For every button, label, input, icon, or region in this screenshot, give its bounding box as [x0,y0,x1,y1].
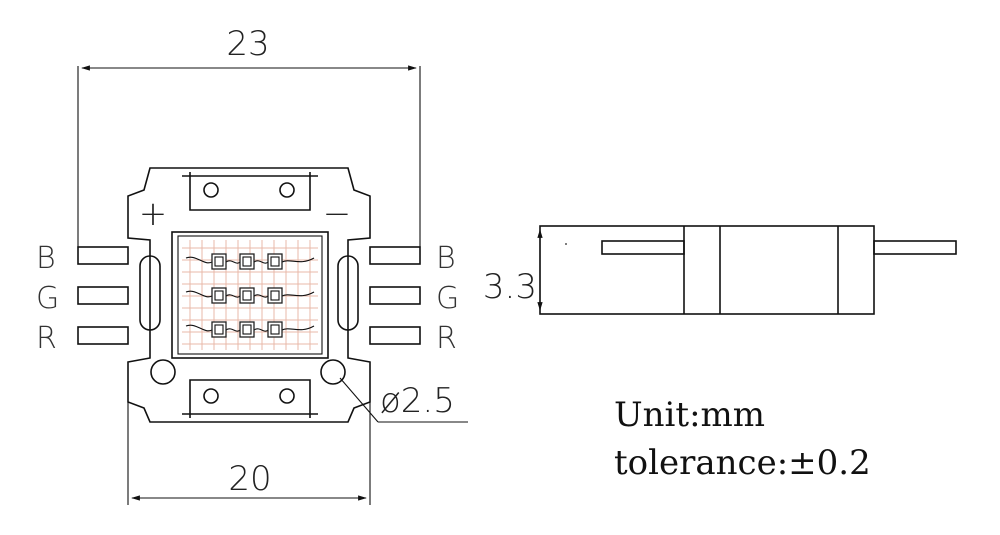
polarity-minus: − [323,194,352,234]
pin-left-g-label: G [36,281,59,316]
led-chip [239,321,255,338]
led-chip [211,321,227,338]
pin-left-b-label: B [36,241,56,276]
screw-hole-right [320,359,346,385]
left-pins [77,246,129,345]
mount-hole-top-left [203,182,219,198]
dimension-top-label: 23 [226,24,269,64]
mount-hole-bottom-left [203,388,219,404]
dimension-bottom-label: 20 [228,459,271,499]
led-chip [211,253,227,270]
pin-right-r-label: R [436,321,457,356]
mount-hole-top-right [279,182,295,198]
led-chip-array [211,253,283,338]
dimension-bottom-20: 20 [127,402,371,505]
led-chip [267,321,283,338]
slot-left [139,255,161,331]
package-outline [127,167,371,423]
led-chip [211,287,227,304]
right-pins [369,246,421,345]
hole-diameter-label: ø2.5 [380,381,455,421]
screw-hole-left [150,359,176,385]
dimension-side-3-3: 3.3 [483,229,543,311]
side-view [539,225,957,315]
pin-left-r-label: R [36,321,57,356]
hole-diameter-callout: ø2.5 [339,377,468,423]
led-chip [239,253,255,270]
dimension-side-label: 3.3 [483,267,537,307]
bond-wires [185,256,315,332]
side-pin-right [873,240,957,255]
pin-right-b-label: B [436,241,456,276]
mount-hole-bottom-right [279,388,295,404]
slot-right [337,255,359,331]
led-chip [267,253,283,270]
led-chip [239,287,255,304]
polarity-plus: + [139,194,168,234]
side-pin-left [601,240,685,255]
pin-right-g-label: G [436,281,459,316]
unit-note: Unit:mm [614,395,765,435]
dimension-top-23: 23 [77,24,421,248]
tolerance-note: tolerance:±0.2 [614,443,871,483]
led-chip [267,287,283,304]
